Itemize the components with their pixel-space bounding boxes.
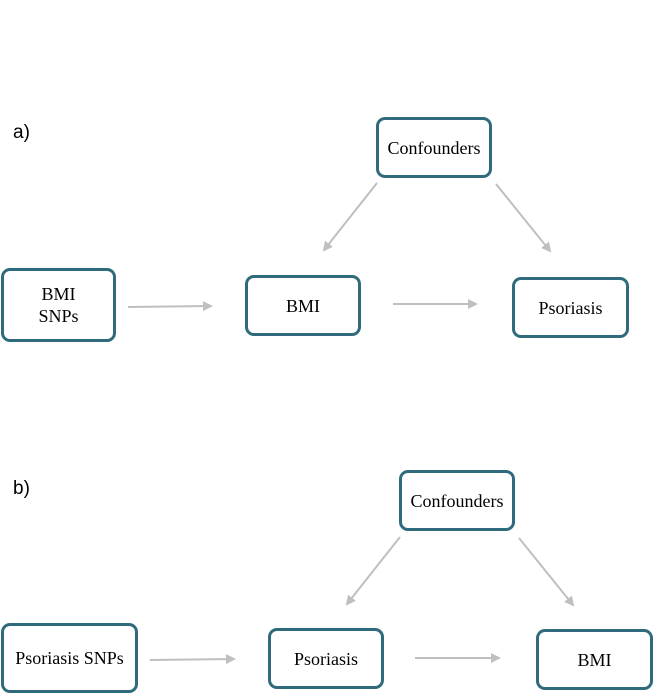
node-b-outcome-label: BMI [577, 649, 612, 670]
node-b-exposure: Psoriasis [268, 628, 384, 689]
node-b-exposure-label: Psoriasis [293, 648, 358, 669]
node-a-instrument: BMI SNPs [1, 268, 116, 342]
node-a-outcome: Psoriasis [512, 277, 629, 338]
node-b-instrument: Psoriasis SNPs [1, 623, 138, 693]
node-a-outcome-label: Psoriasis [538, 297, 603, 318]
node-a-instrument-label-line1: BMI [41, 284, 76, 304]
panel-label-b: b) [13, 478, 30, 499]
panel-label-a: a) [13, 122, 30, 143]
node-a-instrument-label-line2: SNPs [38, 306, 79, 326]
node-b-confounders: Confounders [399, 470, 515, 531]
arrow-b-instrument-to-exposure [149, 654, 236, 665]
node-a-confounders: Confounders [376, 117, 492, 178]
arrow-b-confounders-to-outcome [518, 537, 575, 607]
node-a-confounders-label: Confounders [387, 137, 481, 158]
node-a-exposure: BMI [245, 275, 361, 336]
arrow-a-confounders-to-outcome [495, 183, 552, 253]
node-b-confounders-label: Confounders [410, 490, 504, 511]
node-b-outcome: BMI [536, 629, 653, 690]
node-a-exposure-label: BMI [285, 295, 320, 316]
node-b-instrument-label: Psoriasis SNPs [15, 648, 124, 668]
arrow-b-confounders-to-exposure [345, 536, 401, 606]
arrow-a-instrument-to-exposure [127, 301, 213, 312]
arrow-a-confounders-to-exposure [322, 182, 378, 252]
